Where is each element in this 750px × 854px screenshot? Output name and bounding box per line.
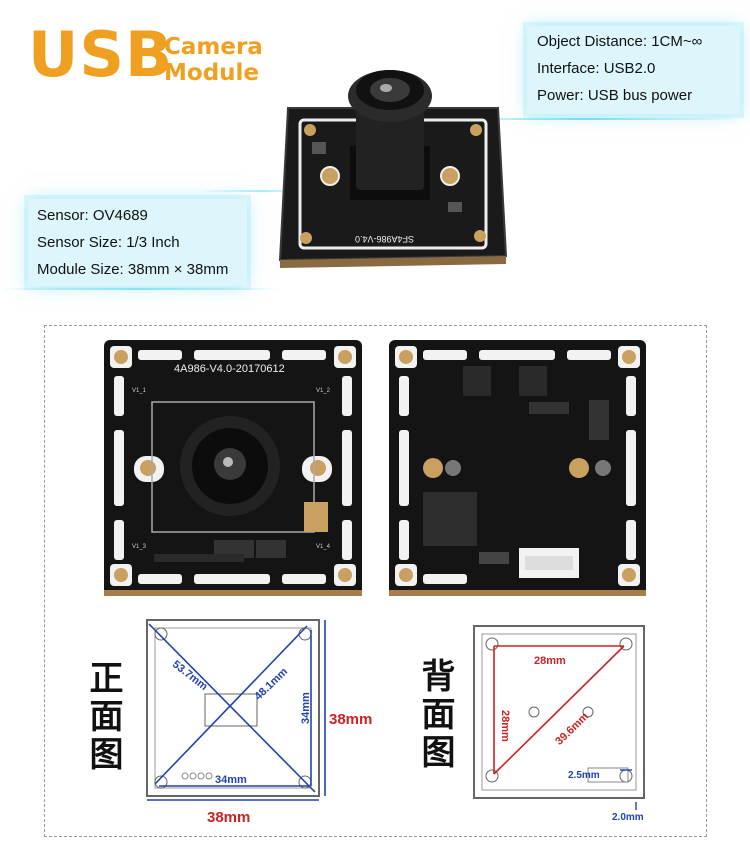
glow-line [430, 118, 740, 120]
product-title: Camera Module [164, 34, 263, 86]
hero-silk-label: SF4A986-V4.0 [355, 234, 414, 244]
spec-box-top: Object Distance: 1CM~∞ Interface: USB2.0… [527, 26, 740, 114]
back-view-label-text: 背面图 [415, 658, 455, 772]
corner-label: V1_4 [316, 544, 331, 550]
glow-line [200, 190, 320, 192]
spec-sensor: Sensor: OV4689 [37, 207, 148, 224]
front-board-image: 4A986-V4.0-20170612 V1_1 V1_2 V1_3 V1_4 [104, 340, 362, 596]
dim-back-hole: 2.5mm [568, 770, 600, 781]
dim-back-left: 28mm [499, 710, 511, 742]
dim-back-edge: 2.0mm [612, 812, 644, 823]
spec-power: Power: USB bus power [537, 87, 693, 104]
dim-diag-left: 53.7mm [170, 658, 210, 693]
brand-title: USB [28, 18, 174, 91]
corner-label: V1_1 [132, 388, 147, 394]
spec-box-left: Sensor: OV4689 Sensor Size: 1/3 Inch Mod… [28, 199, 247, 286]
lens-holder [356, 108, 424, 190]
corner-label: V1_2 [316, 388, 331, 394]
spec-sensor-size: Sensor Size: 1/3 Inch [37, 234, 180, 251]
back-chip [423, 492, 477, 546]
front-view-label-text: 正面图 [83, 660, 123, 774]
product-title-line1: Camera [164, 34, 263, 60]
spec-module-size: Module Size: 38mm × 38mm [37, 261, 229, 278]
dim-height-inner: 34mm [300, 692, 312, 724]
dim-back-top: 28mm [534, 655, 566, 667]
spec-object-distance: Object Distance: 1CM~∞ [537, 33, 703, 50]
hero-board-image: SF4A986-V4.0 [278, 70, 508, 268]
dim-back-hyp: 39.6mm [553, 710, 591, 747]
product-title-line2: Module [164, 60, 260, 86]
detail-frame [44, 325, 707, 837]
back-view-label: 背面图 [415, 658, 460, 772]
corner-label: V1_3 [132, 544, 147, 550]
front-silk-label: 4A986-V4.0-20170612 [174, 363, 285, 375]
back-board-image [389, 340, 646, 596]
dim-height-outer: 38mm [329, 711, 372, 728]
dim-width-inner: 34mm [215, 774, 247, 786]
front-dimension-diagram: 53.7mm 48.1mm 34mm 38mm 34mm 38mm [146, 619, 372, 826]
back-dimension-diagram: 28mm 28mm 39.6mm 2.5mm 2.0mm [473, 625, 645, 823]
glow-line [0, 288, 280, 290]
dim-diag-right: 48.1mm [252, 666, 290, 703]
spec-interface: Interface: USB2.0 [537, 60, 656, 77]
dim-width-outer: 38mm [207, 809, 250, 826]
front-view-label: 正面图 [83, 660, 128, 774]
